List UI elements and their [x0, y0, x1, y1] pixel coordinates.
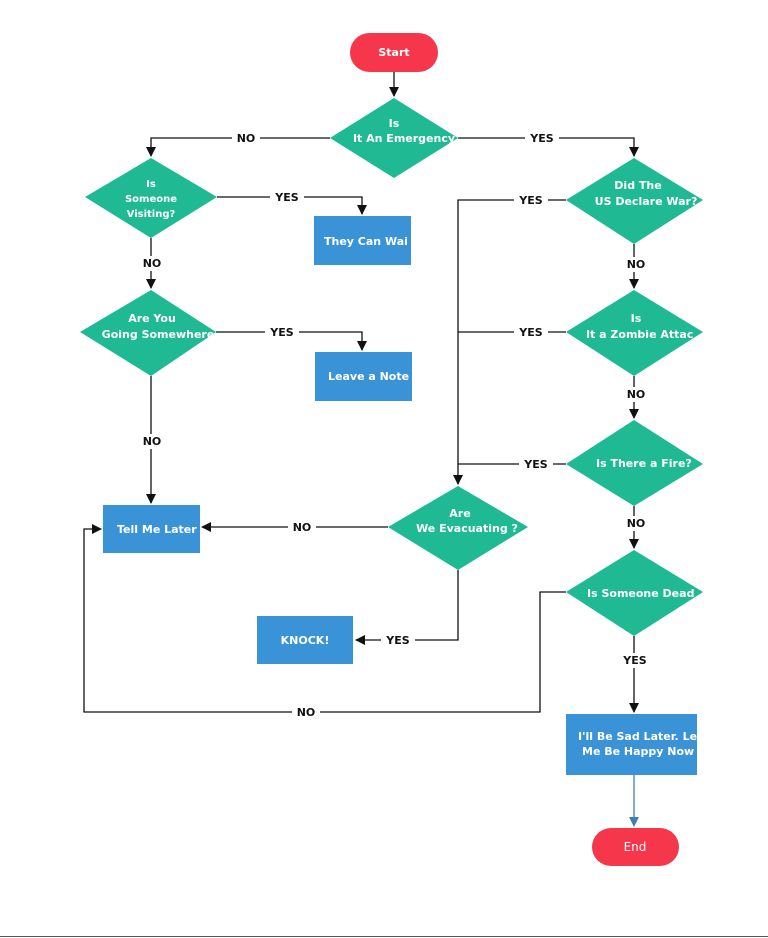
decision-visiting-line-2: Someone [125, 194, 177, 205]
edge-label-fire-no: NO [627, 517, 646, 530]
edge-label-emergency-no: NO [237, 132, 256, 145]
end-label: End [624, 840, 647, 854]
decision-zombie-attack: Is It a Zombie Attac [566, 290, 703, 376]
bottom-divider [0, 936, 768, 937]
decision-emergency-line-2: It An Emergency [353, 132, 455, 145]
process-sad-later-line-1: I'll Be Sad Later. Le [578, 730, 697, 743]
edge-label-visiting-yes: YES [274, 191, 298, 204]
decision-someone-visiting: Is Someone Visiting? [85, 158, 217, 238]
decision-zombie-line-1: Is [631, 312, 642, 325]
edge-label-war-yes: YES [518, 194, 542, 207]
process-leave-a-note-label: Leave a Note [328, 370, 409, 383]
edge-label-fire-yes: YES [523, 458, 547, 471]
process-leave-a-note: Leave a Note [315, 352, 412, 401]
edge-war-yes [453, 199, 566, 485]
edge-label-zombie-yes: YES [518, 326, 542, 339]
edge-label-evac-yes: YES [385, 634, 409, 647]
decision-zombie-line-2: It a Zombie Attac [586, 328, 693, 341]
edge-visiting-yes [217, 196, 367, 215]
process-tell-me-later: Tell Me Later [103, 505, 200, 553]
process-knock: KNOCK! [257, 616, 353, 664]
edge-label-zombie-no: NO [627, 388, 646, 401]
decision-going-line-1: Are You [128, 312, 176, 325]
decision-someone-dead: Is Someone Dead [566, 550, 703, 636]
edge-emergency-yes [458, 137, 639, 157]
edge-labels: NO YES YES NO YES NO YES NO YES NO YES N… [138, 130, 652, 720]
process-knock-label: KNOCK! [281, 634, 330, 647]
decision-war-line-2: US Declare War? [595, 195, 698, 208]
edge-label-dead-no: NO [297, 706, 316, 719]
end-node: End [592, 828, 679, 866]
edge-going-yes [216, 331, 367, 351]
decision-evac-line-2: We Evacuating ? [416, 522, 518, 535]
edge-evac-yes [355, 570, 459, 645]
decision-fire: Is There a Fire? [566, 420, 703, 506]
edge-label-war-no: NO [627, 258, 646, 271]
process-they-can-wait-label: They Can Wai [324, 235, 408, 248]
decision-emergency-line-1: Is [389, 117, 400, 130]
process-tell-me-later-label: Tell Me Later [117, 523, 197, 536]
decision-visiting-line-3: Visiting? [127, 209, 176, 220]
start-node: Start [350, 33, 438, 72]
edge-label-going-yes: YES [269, 326, 293, 339]
process-sad-later: I'll Be Sad Later. Le Me Be Happy Now [566, 714, 697, 775]
decision-visiting-line-1: Is [146, 179, 156, 190]
edge-label-evac-no: NO [293, 521, 312, 534]
decision-dead-label: Is Someone Dead [587, 587, 694, 600]
edge-label-emergency-yes: YES [529, 132, 553, 145]
start-label: Start [378, 46, 409, 59]
edge-label-going-no: NO [143, 435, 162, 448]
edge-label-visiting-no: NO [143, 257, 162, 270]
decision-evacuating: Are We Evacuating ? [388, 486, 528, 570]
decision-going-somewhere: Are You Going Somewhere [80, 290, 216, 376]
decision-us-declare-war: Did The US Declare War? [566, 158, 703, 244]
decision-evac-line-1: Are [449, 507, 470, 520]
process-they-can-wait: They Can Wai [314, 216, 411, 265]
decision-war-line-1: Did The [614, 179, 661, 192]
decision-going-line-2: Going Somewhere [102, 328, 215, 341]
edge-label-dead-yes: YES [622, 654, 646, 667]
decision-emergency: Is It An Emergency [330, 98, 458, 178]
decision-fire-label: Is There a Fire? [596, 457, 692, 470]
edge-emergency-no [146, 137, 330, 157]
process-sad-later-line-2: Me Be Happy Now [582, 745, 694, 758]
